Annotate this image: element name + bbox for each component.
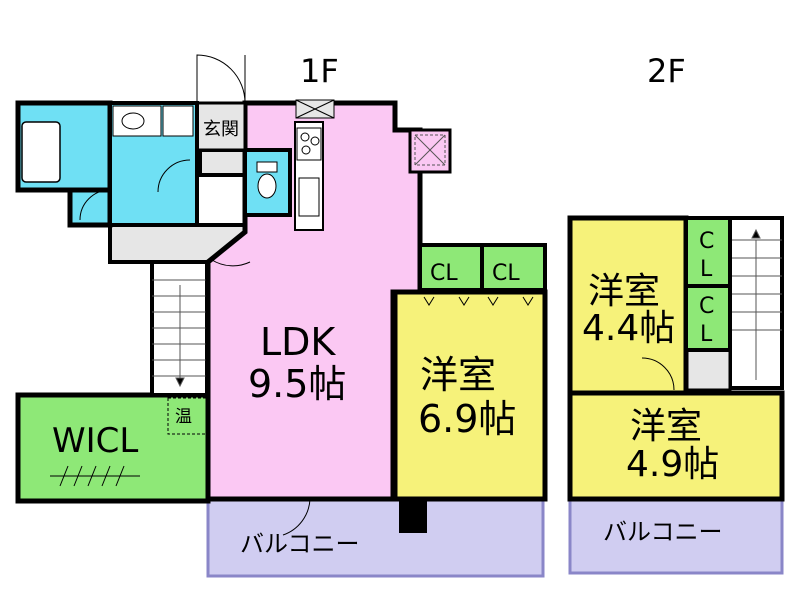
closet-door-marks — [423, 296, 534, 306]
western-2-label: 洋室 — [588, 271, 660, 312]
door-arc-icon — [157, 159, 191, 193]
staircase-icon — [152, 279, 207, 388]
floor-label-2f: 2F — [647, 52, 686, 90]
kitchen-counter — [294, 121, 324, 231]
pillar — [399, 497, 427, 533]
closet-2-label: CL — [492, 261, 520, 286]
washbasin-icon — [112, 105, 194, 137]
fridge-icon — [295, 99, 335, 119]
floor-label-1f: 1F — [300, 52, 339, 90]
hanger-rail-icon — [50, 465, 140, 487]
door-arc-icon — [196, 54, 246, 104]
stove-icon — [296, 127, 322, 161]
western-3-size: 4.9帖 — [626, 444, 719, 485]
entrance-label: 玄関 — [203, 119, 239, 140]
closet-4 — [684, 284, 732, 352]
door-arc-icon — [79, 189, 111, 221]
western-1-size: 6.9帖 — [418, 397, 516, 441]
sink-icon — [298, 177, 320, 217]
closet-3 — [684, 216, 732, 288]
balcony-2f — [568, 497, 784, 575]
balcony-1-label: バルコニー — [240, 530, 360, 558]
closet-2 — [480, 243, 547, 292]
closet-4-label-c: C — [699, 294, 714, 319]
staircase-icon — [730, 228, 782, 380]
western-3-label: 洋室 — [630, 406, 702, 447]
closet-3-label-c: C — [699, 229, 714, 254]
entrance-area — [195, 101, 247, 152]
bathtub-icon — [21, 121, 61, 183]
door-arc-icon — [641, 357, 675, 391]
western-1-label: 洋室 — [420, 353, 496, 397]
western-room-1 — [392, 289, 548, 502]
western-room-2 — [567, 215, 689, 396]
toilet-icon — [256, 161, 278, 199]
vent-icon — [414, 134, 446, 166]
closet-4-label-l: L — [700, 322, 713, 347]
closet-3-label-l: L — [700, 257, 713, 282]
door-arc-icon — [211, 259, 251, 267]
balcony-2-label: バルコニー — [603, 518, 723, 546]
western-room-3 — [567, 390, 785, 502]
boiler-box — [167, 397, 207, 435]
ldk-label: LDK — [260, 320, 336, 364]
floor-2 — [567, 215, 785, 575]
floor-1 — [15, 54, 548, 578]
boiler-label: 温 — [175, 407, 192, 427]
ldk-size: 9.5帖 — [248, 362, 346, 406]
balcony-1f — [206, 497, 545, 578]
western-2-size: 4.4帖 — [582, 308, 675, 349]
closet-1-label: CL — [430, 261, 458, 286]
door-arc-icon — [282, 498, 311, 536]
wicl-label: WICL — [52, 421, 138, 461]
